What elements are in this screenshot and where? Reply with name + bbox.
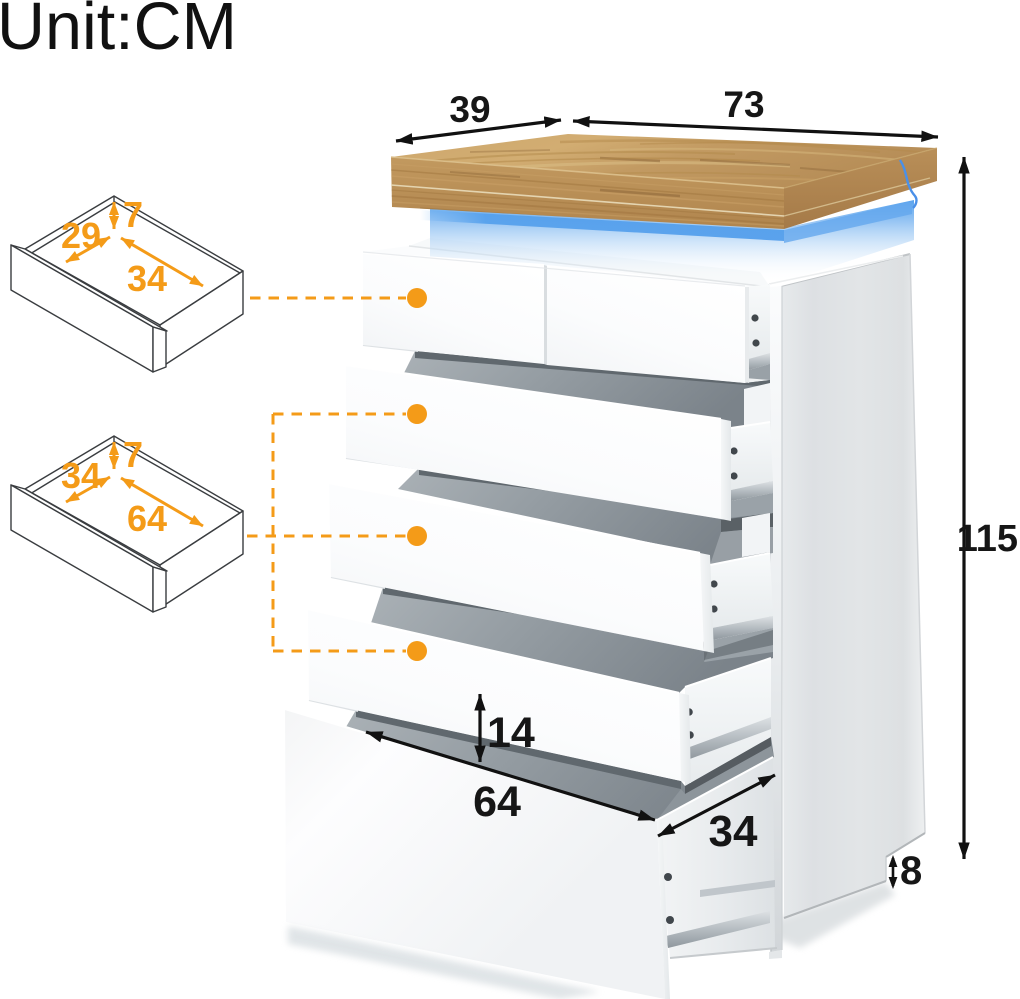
- svg-text:Unit:CM: Unit:CM: [0, 0, 237, 64]
- svg-text:64: 64: [127, 498, 167, 539]
- svg-text:7: 7: [123, 434, 143, 475]
- svg-text:115: 115: [957, 518, 1018, 560]
- svg-text:34: 34: [709, 807, 758, 856]
- svg-text:64: 64: [473, 778, 521, 826]
- svg-text:7: 7: [123, 194, 143, 235]
- svg-text:34: 34: [127, 258, 167, 299]
- svg-text:8: 8: [900, 849, 922, 893]
- svg-text:14: 14: [487, 709, 535, 757]
- svg-text:34: 34: [61, 455, 101, 496]
- svg-text:39: 39: [449, 89, 490, 130]
- svg-text:29: 29: [61, 215, 101, 256]
- svg-text:73: 73: [723, 84, 764, 125]
